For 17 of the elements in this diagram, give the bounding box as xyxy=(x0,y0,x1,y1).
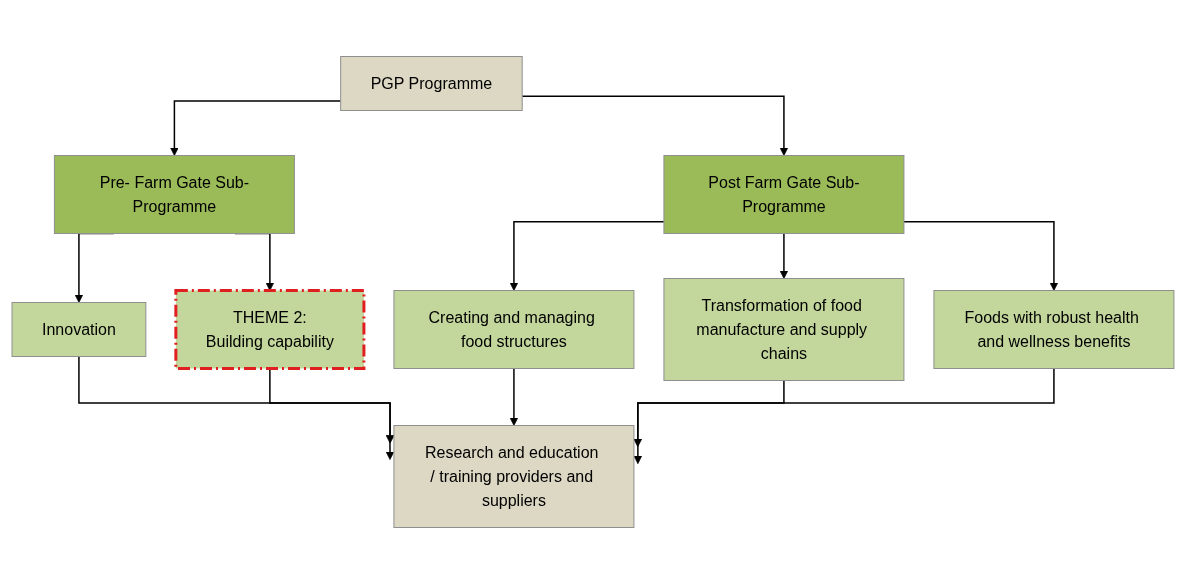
node-box: Pre- Farm Gate Sub-Programme xyxy=(53,155,295,234)
node-box: Innovation xyxy=(11,302,146,357)
node-box: Transformation of food manufacture and supply chains xyxy=(662,278,904,381)
arrow xyxy=(633,367,1055,465)
arrow xyxy=(779,232,788,279)
arrow xyxy=(169,100,341,156)
arrow xyxy=(509,221,665,291)
arrow xyxy=(520,95,788,156)
arrow xyxy=(77,355,394,460)
arrow xyxy=(509,367,518,426)
node-box: Foods with robust health and wellness benefits xyxy=(932,290,1174,369)
node-box: PGP Programme xyxy=(339,56,523,111)
node-box: THEME 2: Building capability xyxy=(173,289,365,370)
arrow xyxy=(902,221,1058,291)
node-box: Research and education / training providers and suppliers xyxy=(392,425,634,528)
node-box: Post Farm Gate Sub-Programme xyxy=(662,155,904,234)
node-box: Creating and managing food structures xyxy=(392,290,634,369)
